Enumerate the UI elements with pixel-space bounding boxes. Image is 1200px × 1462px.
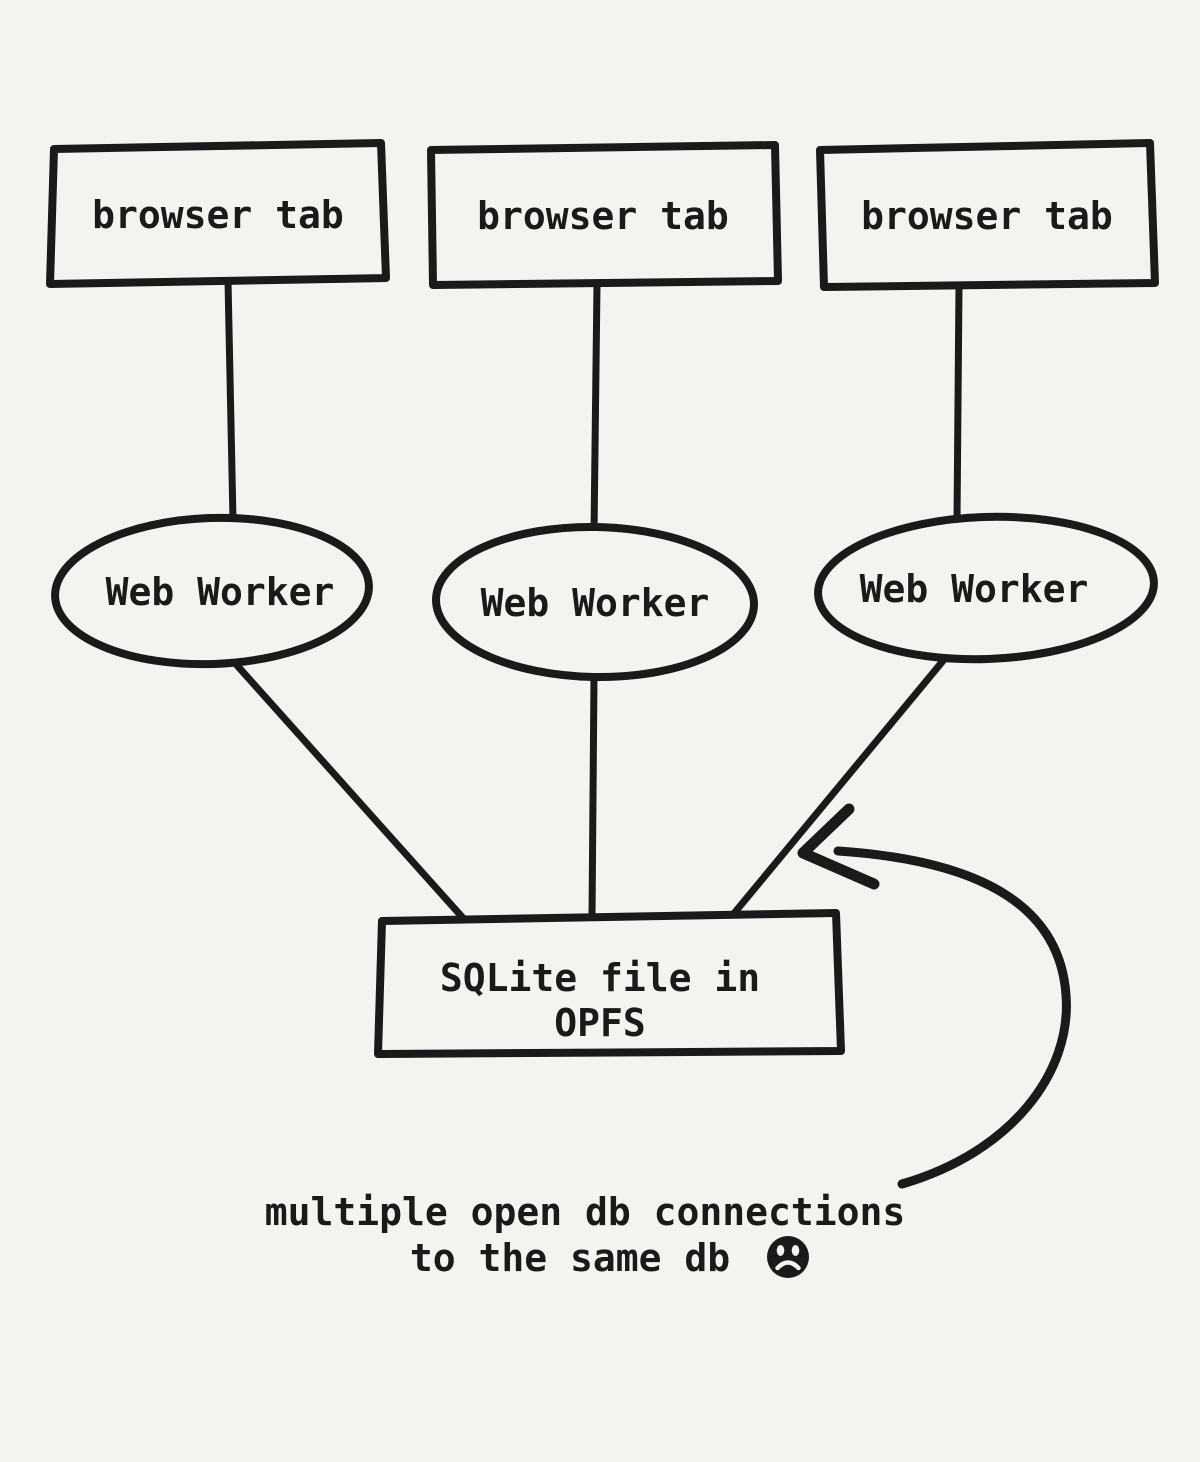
frowning-face-head [767, 1236, 809, 1278]
node-browser-tab-1: browser tab [46, 139, 390, 288]
frowning-face-right-eye [791, 1245, 800, 1256]
sqlite-db-box [374, 909, 845, 1058]
web-worker-1-label: Web Worker [106, 570, 335, 614]
node-web-worker-1: Web Worker [51, 513, 373, 669]
web-worker-3-label: Web Worker [860, 567, 1089, 611]
node-web-worker-2: Web Worker [432, 522, 758, 682]
browser-tab-2-box [427, 141, 782, 289]
sqlite-db-label-line2: OPFS [554, 1001, 646, 1045]
node-web-worker-3: Web Worker [814, 512, 1158, 664]
edge-tab3-worker3 [953, 282, 963, 524]
web-worker-3-ellipse [814, 512, 1158, 664]
edge-tab2-worker2 [590, 280, 601, 537]
sqlite-db-label-line1: SQLite file in [440, 956, 760, 1000]
browser-tab-1-box [46, 139, 390, 288]
edge-worker1-db [230, 658, 467, 922]
frowning-face-left-eye [776, 1245, 785, 1256]
caption-line1: multiple open db connections [265, 1190, 906, 1234]
frowning-face-mouth [775, 1260, 801, 1271]
browser-tab-3-label: browser tab [861, 194, 1113, 238]
browser-tab-3-box [816, 139, 1159, 291]
browser-tab-1-label: browser tab [92, 193, 344, 237]
annotation-arrow [797, 803, 1071, 1189]
node-browser-tab-3: browser tab [816, 139, 1159, 291]
web-worker-2-ellipse [432, 522, 758, 682]
node-sqlite-db: SQLite file in OPFS [374, 909, 845, 1058]
edge-tab1-worker1 [224, 277, 237, 524]
web-worker-1-ellipse [51, 513, 373, 669]
edge-worker3-db [727, 652, 951, 921]
caption-line2: to the same db [410, 1236, 730, 1280]
edge-worker2-db [588, 672, 598, 922]
frowning-face-icon [767, 1236, 809, 1278]
annotation-arrow-curve [833, 846, 1071, 1189]
browser-tab-2-label: browser tab [477, 194, 729, 238]
annotation-caption: multiple open db connections to the same… [265, 1190, 906, 1280]
node-browser-tab-2: browser tab [427, 141, 782, 289]
web-worker-2-label: Web Worker [481, 581, 710, 625]
annotation-arrowhead [797, 803, 880, 890]
